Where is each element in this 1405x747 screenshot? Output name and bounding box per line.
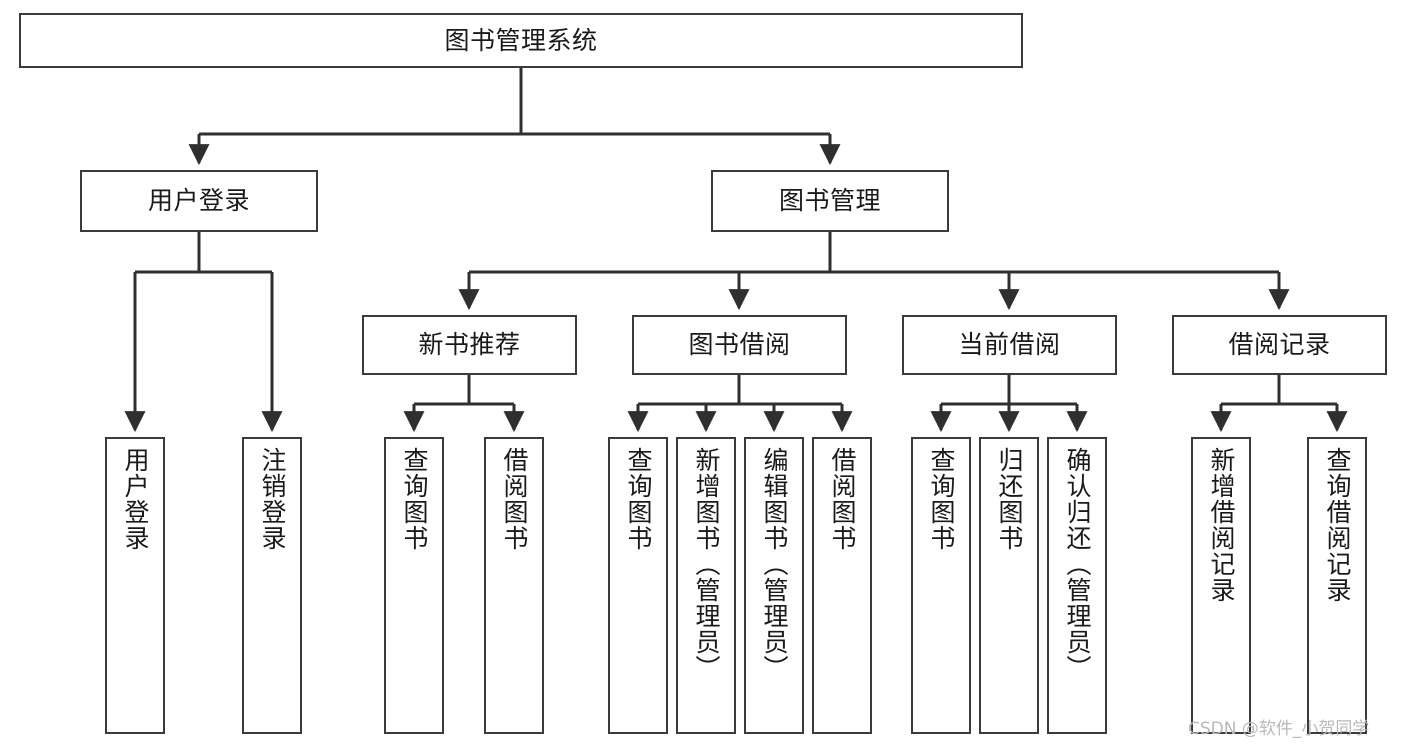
node-book-borrow-label: 图书借阅 <box>688 330 791 360</box>
node-leaf-query-record-label: 查询借阅记录 <box>1323 447 1352 603</box>
node-root-label: 图书管理系统 <box>444 25 598 55</box>
node-leaf-query-book-3-label: 查询图书 <box>927 447 956 551</box>
node-book-borrow[interactable]: 图书借阅 <box>632 315 847 375</box>
node-leaf-return-book-label: 归还图书 <box>995 447 1024 551</box>
node-leaf-edit-book[interactable]: 编辑图书（管理员） <box>744 437 804 734</box>
node-leaf-add-book[interactable]: 新增图书（管理员） <box>676 437 736 734</box>
node-leaf-borrow-book-1-label: 借阅图书 <box>500 447 529 551</box>
node-leaf-query-book-1-label: 查询图书 <box>400 447 429 551</box>
node-leaf-add-record-label: 新增借阅记录 <box>1207 447 1236 603</box>
node-current-borrow-label: 当前借阅 <box>958 330 1061 360</box>
node-leaf-query-record[interactable]: 查询借阅记录 <box>1307 437 1367 734</box>
node-leaf-query-book-3[interactable]: 查询图书 <box>911 437 971 734</box>
node-leaf-user-login[interactable]: 用户登录 <box>105 437 165 734</box>
node-leaf-query-book-2[interactable]: 查询图书 <box>608 437 668 734</box>
node-leaf-confirm-return[interactable]: 确认归还（管理员） <box>1047 437 1107 734</box>
node-new-book-recommend-label: 新书推荐 <box>418 330 521 360</box>
node-new-book-recommend[interactable]: 新书推荐 <box>362 315 577 375</box>
node-borrow-record[interactable]: 借阅记录 <box>1172 315 1387 375</box>
node-book-manage[interactable]: 图书管理 <box>711 170 949 232</box>
node-root[interactable]: 图书管理系统 <box>19 13 1023 68</box>
csdn-watermark: CSDN @软件_小贺同学 <box>1188 719 1370 739</box>
node-user-login[interactable]: 用户登录 <box>80 170 318 232</box>
node-leaf-user-login-label: 用户登录 <box>121 447 150 551</box>
node-leaf-edit-book-label: 编辑图书（管理员） <box>760 447 789 681</box>
node-leaf-user-logout-label: 注销登录 <box>258 447 287 551</box>
node-leaf-return-book[interactable]: 归还图书 <box>979 437 1039 734</box>
node-borrow-record-label: 借阅记录 <box>1228 330 1331 360</box>
node-leaf-user-logout[interactable]: 注销登录 <box>242 437 302 734</box>
node-leaf-confirm-return-label: 确认归还（管理员） <box>1063 447 1092 681</box>
node-leaf-borrow-book-2-label: 借阅图书 <box>828 447 857 551</box>
node-user-login-label: 用户登录 <box>147 186 250 216</box>
node-leaf-borrow-book-2[interactable]: 借阅图书 <box>812 437 872 734</box>
node-leaf-borrow-book-1[interactable]: 借阅图书 <box>484 437 544 734</box>
node-leaf-query-book-2-label: 查询图书 <box>624 447 653 551</box>
node-leaf-add-book-label: 新增图书（管理员） <box>692 447 721 681</box>
node-leaf-query-book-1[interactable]: 查询图书 <box>384 437 444 734</box>
node-current-borrow[interactable]: 当前借阅 <box>902 315 1117 375</box>
node-book-manage-label: 图书管理 <box>778 186 881 216</box>
node-leaf-add-record[interactable]: 新增借阅记录 <box>1191 437 1251 734</box>
